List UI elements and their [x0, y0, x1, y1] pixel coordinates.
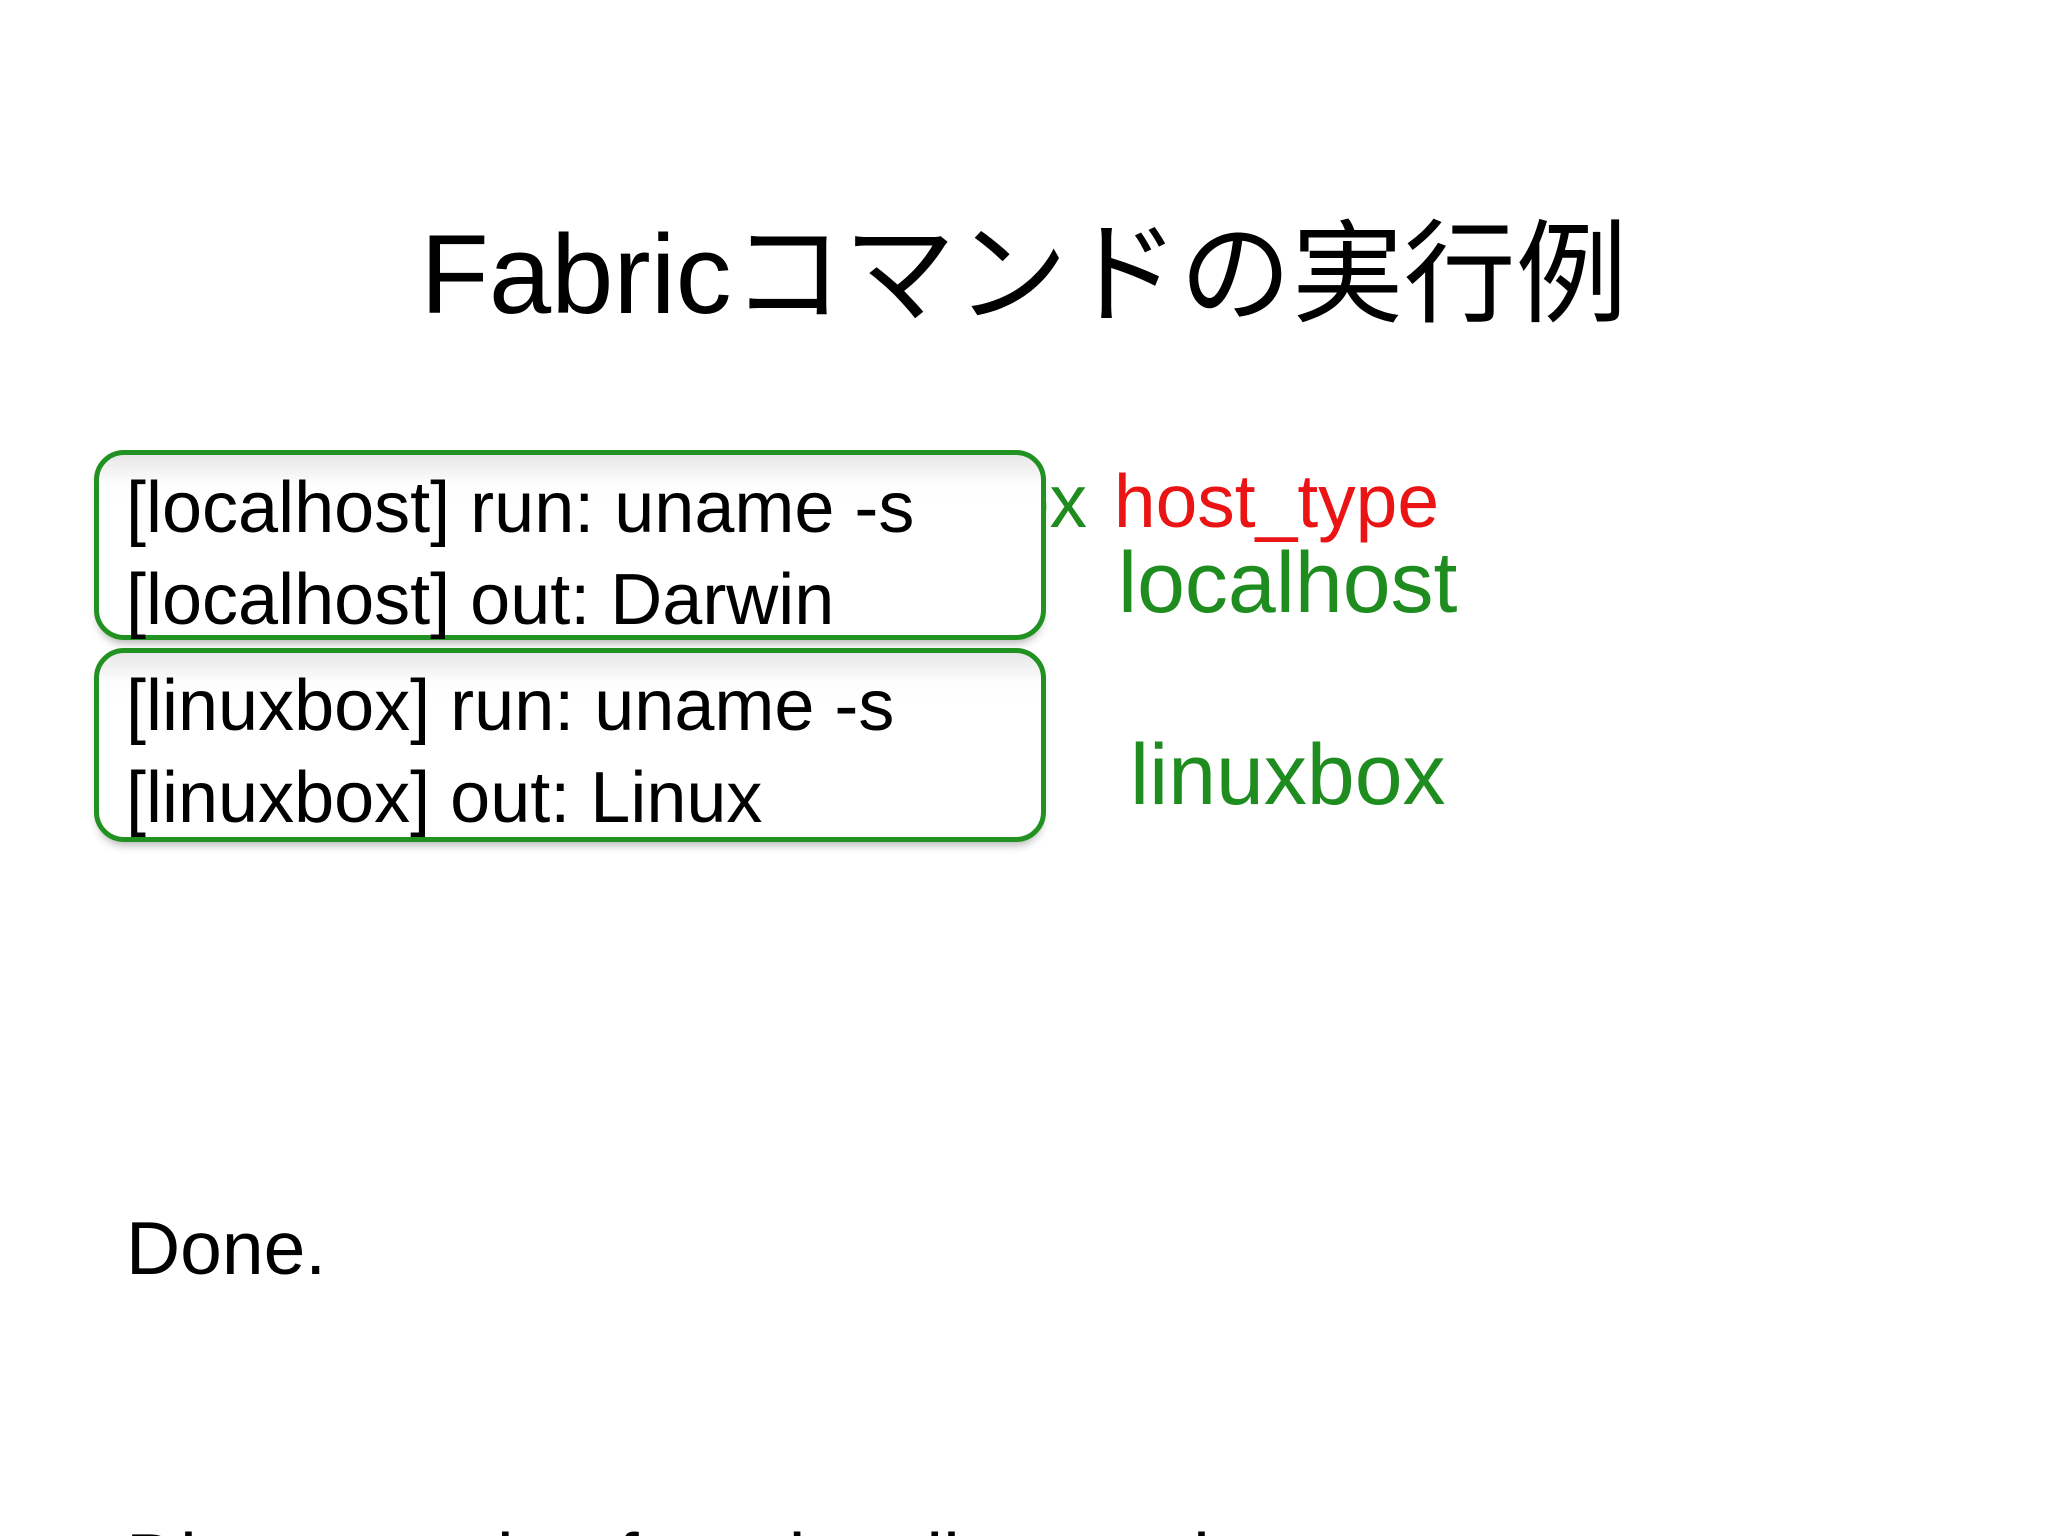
output-disconnect-localhost-line: Disconnecting from localhost... done. — [126, 1508, 1356, 1536]
command-task-text: host_type — [1093, 459, 1440, 543]
localhost-out-line: [localhost] out: Darwin — [126, 560, 835, 640]
linuxbox-output-box: [linuxbox] run: uname -s [linuxbox] out:… — [94, 648, 1046, 842]
localhost-label: localhost — [1118, 535, 1458, 631]
localhost-output-box: [localhost] run: uname -s [localhost] ou… — [94, 450, 1046, 640]
linuxbox-run-line: [linuxbox] run: uname -s — [126, 666, 895, 746]
slide-title: Fabricコマンドの実行例 — [420, 212, 1628, 338]
linuxbox-out-line: [linuxbox] out: Linux — [126, 758, 763, 838]
localhost-run-line: [localhost] run: uname -s — [126, 468, 915, 548]
linuxbox-label: linuxbox — [1130, 727, 1446, 823]
output-done-line: Done. — [126, 1206, 327, 1290]
terminal-output-block: Done. Disconnecting from localhost... do… — [126, 988, 1356, 1536]
